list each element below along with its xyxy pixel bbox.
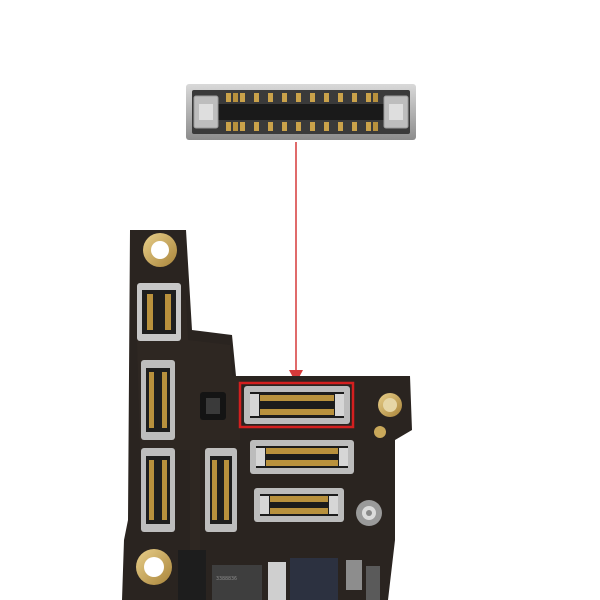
ic-chip: 3388836: [212, 565, 262, 600]
chip-marking: 3388836: [216, 576, 237, 582]
connector-pins-bottom: [226, 122, 378, 131]
gold-pad-right: [378, 393, 402, 417]
board-connector-vertical-3: [141, 448, 175, 532]
loose-connector: [186, 84, 416, 140]
connector-pins-top: [226, 93, 378, 102]
screw-post: [356, 500, 382, 526]
highlighted-connector: [244, 386, 350, 424]
pointer-arrow: [289, 142, 303, 383]
board-connector-vertical-4: [205, 448, 237, 532]
board-connector-vertical-2: [141, 360, 175, 440]
board-connector-horizontal-2: [250, 440, 354, 474]
board-connector-horizontal-3: [254, 488, 344, 522]
highlight-box: [238, 381, 355, 429]
logic-board: 3388836: [122, 230, 412, 600]
mounting-hole-top: [143, 233, 177, 267]
board-connector-vertical-1: [137, 283, 181, 341]
mounting-hole-bottom: [136, 549, 172, 585]
